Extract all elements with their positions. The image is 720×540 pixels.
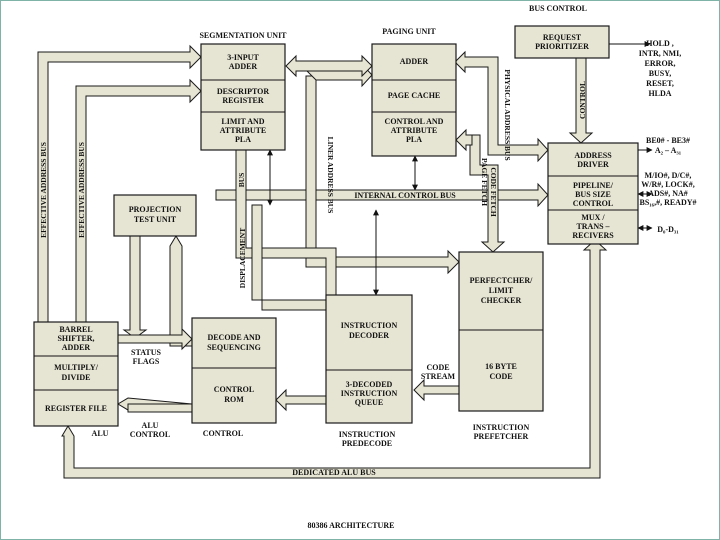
control-title: CONTROL (203, 429, 243, 438)
dedicated-alu-bus-label: DEDICATED ALU BUS (292, 468, 376, 477)
data-lines-label: D₀-D₃₁ (657, 225, 679, 234)
bus-control-title: BUS CONTROL (529, 4, 587, 13)
displacement-label: DISPLACEMENT (238, 228, 247, 288)
effective-address-bus-1-label: EFFECTIVE ADDRESS BUS (39, 142, 48, 238)
physical-address-bus-label: PHYSICAL ADDRESS BUS (503, 69, 512, 160)
page-cache-label: PAGE CACHE (388, 91, 441, 100)
bus-vertical (235, 149, 337, 297)
request-prioritizer-box (514, 25, 610, 59)
linear-address-bus (305, 75, 460, 275)
predecode-block (325, 294, 413, 424)
control-block (191, 317, 277, 424)
diagram-caption: 80386 ARCHITECTURE (308, 521, 395, 530)
segmentation-unit-title: SEGMENTATION UNIT (199, 31, 287, 40)
control-signals-label: M/IO#, D/C#,W/R#, LOCK#,ADS#, NA#BS₁₆,#,… (639, 171, 696, 207)
pla-to-bus (455, 128, 473, 152)
alu-title: ALU (92, 429, 109, 438)
decode-to-projection (169, 235, 193, 347)
control-bus-label: CONTROL (578, 81, 587, 119)
projection-test-unit-box (113, 194, 197, 237)
projection-to-alu (122, 235, 148, 339)
status-flags-link (117, 327, 193, 351)
mux-transceivers-label: MUX /TRANS –RECIVERS (572, 213, 614, 240)
effective-address-bus-2 (75, 78, 202, 323)
effective-address-bus-2-label: EFFECTIVE ADDRESS BUS (77, 142, 86, 238)
effective-address-bus-1 (37, 44, 202, 323)
code-fetch-label: CODE FETCH (489, 167, 498, 217)
alu-control-link (117, 397, 193, 413)
request-pins-label: HOLD ,INTR, NMI,ERROR,BUSY,RESET,HLDA (639, 39, 681, 98)
paging-adder-label: ADDER (400, 57, 429, 66)
paging-unit (371, 43, 457, 157)
alu-block (33, 321, 119, 427)
register-file-label: REGISTER FILE (45, 404, 107, 413)
liner-address-bus-label: LINER ADDRESS BUS (326, 137, 335, 214)
page-fetch-label: PAGE FETCH (480, 158, 489, 206)
prefetcher-block (458, 251, 544, 412)
paging-unit-title: PAGING UNIT (382, 27, 436, 36)
byte-enable-label: BE0# - BE3# (646, 136, 690, 145)
bus-label: BUS (237, 173, 246, 188)
code-stream-link (413, 378, 460, 402)
queue-to-rom (275, 388, 327, 412)
address-lines-label: A₂ – A₃₁ (655, 146, 682, 155)
dedicated-alu-bus (61, 239, 608, 479)
segmentation-unit (200, 43, 286, 151)
multiply-divide-label: MULTIPLY/DIVIDE (54, 363, 99, 382)
internal-control-bus-label: INTERNAL CONTROL BUS (354, 191, 456, 200)
